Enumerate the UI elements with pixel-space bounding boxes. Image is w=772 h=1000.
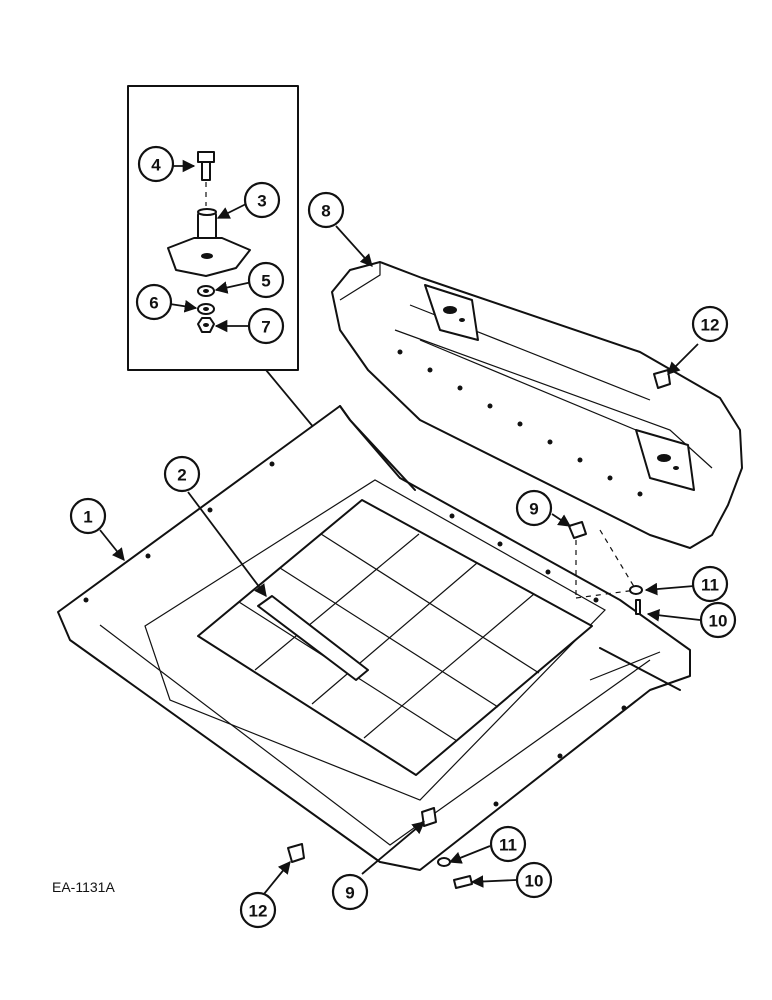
washer-part: [629, 585, 643, 595]
washer-part: [197, 285, 215, 297]
grid-frame: [197, 499, 593, 776]
svg-text:5: 5: [261, 272, 270, 291]
figure-reference: EA-1131A: [52, 879, 115, 895]
svg-text:3: 3: [257, 192, 266, 211]
callout-12-lower: 12: [239, 891, 277, 929]
svg-text:4: 4: [151, 156, 161, 175]
clip-part: [568, 521, 587, 539]
svg-text:11: 11: [499, 836, 517, 855]
callout-6: 6: [135, 283, 173, 321]
svg-text:8: 8: [321, 202, 330, 221]
callout-3: 3: [243, 181, 281, 219]
lock-washer-part: [197, 303, 215, 315]
alignment-line: [599, 529, 637, 591]
svg-text:12: 12: [701, 316, 720, 335]
callout-11-lower: 11: [489, 825, 527, 863]
callout-8: 8: [307, 191, 345, 229]
alignment-line: [575, 589, 637, 599]
callout-11-upper: 11: [691, 565, 729, 603]
svg-text:6: 6: [149, 294, 158, 313]
screw-part: [635, 599, 641, 615]
screw-part: [453, 875, 473, 889]
callout-9-lower: 9: [331, 873, 369, 911]
bracket-part: [167, 237, 251, 277]
svg-text:12: 12: [249, 902, 268, 921]
svg-text:2: 2: [177, 466, 186, 485]
callout-4: 4: [137, 145, 175, 183]
washer-part: [437, 857, 451, 867]
nut-part: [197, 317, 215, 333]
clip-cap-part: [287, 843, 305, 863]
clip-part: [421, 807, 437, 827]
callout-5: 5: [247, 261, 285, 299]
callout-10-lower: 10: [515, 861, 553, 899]
svg-text:9: 9: [529, 500, 538, 519]
lower-pan-part: [57, 405, 691, 871]
svg-text:10: 10: [525, 872, 544, 891]
svg-text:9: 9: [345, 884, 354, 903]
upper-cover-part: [331, 261, 743, 549]
detail-inset: [127, 85, 299, 371]
bolt-part: [197, 151, 215, 206]
svg-text:1: 1: [83, 508, 92, 527]
clip-cap-part: [653, 369, 671, 389]
svg-text:11: 11: [701, 576, 719, 595]
callout-9-upper: 9: [515, 489, 553, 527]
callout-10-upper: 10: [699, 601, 737, 639]
callout-12-upper: 12: [691, 305, 729, 343]
callout-2: 2: [163, 455, 201, 493]
svg-text:10: 10: [709, 612, 728, 631]
callout-7: 7: [247, 307, 285, 345]
callout-1: 1: [69, 497, 107, 535]
svg-text:7: 7: [261, 318, 270, 337]
